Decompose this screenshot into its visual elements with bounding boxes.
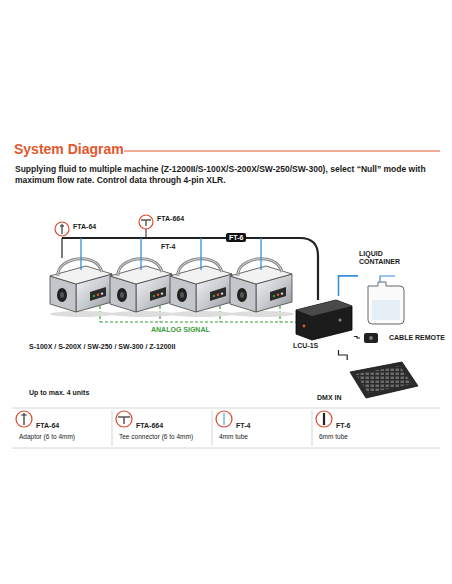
table-divider: [112, 410, 113, 446]
container-tube: [380, 276, 395, 282]
table-cell: 4mm tube: [218, 433, 249, 442]
legend-entry: FTA-64: [36, 414, 59, 432]
node-label: CABLE REMOTE: [388, 334, 446, 342]
legend-label: FTA-64: [36, 422, 59, 429]
adaptor-callout: [55, 222, 69, 236]
node-label: LIQUID CONTAINER: [358, 250, 408, 267]
legend-icon: [116, 411, 132, 427]
signal-name: ANALOG SIGNAL: [150, 325, 211, 334]
tube-symbol: [224, 413, 225, 425]
legend-entry: FT-6: [336, 414, 350, 432]
legend-icon: [316, 411, 332, 427]
legend-entry: FT-4: [236, 414, 250, 432]
dmx-console: [350, 362, 418, 398]
legend-label: FT-4: [236, 422, 250, 429]
dmx-console-box: DMX IN: [316, 360, 420, 402]
console-keys: [356, 366, 412, 393]
branch-tube: [81, 238, 261, 270]
remote-cable: [354, 337, 360, 339]
table-rule: [12, 408, 440, 409]
legend-label: FTA-664: [136, 422, 163, 429]
liquid-container: LIQUID CONTAINER: [358, 250, 414, 324]
node-label: LCU-1S: [292, 342, 319, 350]
table-cell: 6mm tube: [318, 433, 349, 442]
title-rule: [124, 151, 440, 152]
table-rule: [12, 448, 440, 449]
lcu-unit-box: LCU-1S: [292, 296, 354, 350]
table-cell: Adaptor (6 to 4mm): [18, 433, 76, 442]
part-name: FTA-64: [72, 222, 97, 231]
model-list: S-100X / S-200X / SW-250 / SW-300 / Z-12…: [28, 342, 176, 351]
tee-callout: [139, 215, 153, 229]
table-divider: [312, 410, 313, 446]
table-divider: [212, 410, 213, 446]
lcu-socket: [338, 318, 341, 321]
note: Up to max. 4 units: [28, 388, 90, 397]
fog-machine: [230, 259, 294, 317]
fog-machine: [110, 259, 174, 317]
part-name: FT-4: [160, 242, 176, 251]
remote-knob: [369, 336, 373, 340]
adaptor-tube: [61, 238, 62, 258]
part-tag: FT-6: [226, 233, 246, 242]
part-name: FTA-664: [156, 214, 185, 223]
intro-text: Supplying fluid to multiple machine (Z-1…: [14, 164, 441, 187]
node-label: DMX IN: [316, 394, 343, 402]
legend-icon: [16, 411, 32, 427]
legend-entry: FTA-664: [136, 414, 163, 432]
liquid-level: [372, 300, 400, 320]
lcu-led: [303, 325, 306, 328]
fog-machine: [50, 259, 114, 317]
lcu-unit: [296, 300, 352, 340]
dmx-cable: [339, 350, 348, 360]
legend-label: FT-6: [336, 422, 350, 429]
adaptor-symbol: [22, 413, 27, 425]
fluid-tube: [339, 276, 359, 296]
cable-remote: [364, 333, 378, 343]
lcu-top: [296, 300, 352, 316]
diagram-title: System Diagram: [14, 141, 124, 157]
table-cell: Tee connector (6 to 4mm): [118, 433, 194, 442]
adaptor-symbol: [60, 224, 64, 234]
callout-leader: [146, 229, 147, 238]
liquid-jug: [368, 282, 404, 324]
fog-machine: [170, 259, 234, 317]
tube-symbol: [323, 413, 325, 425]
legend-icon: [216, 411, 232, 427]
cable-remote-box: CABLE REMOTE: [360, 330, 446, 346]
tee-symbol: [118, 417, 130, 424]
tee-symbol: [141, 220, 151, 226]
